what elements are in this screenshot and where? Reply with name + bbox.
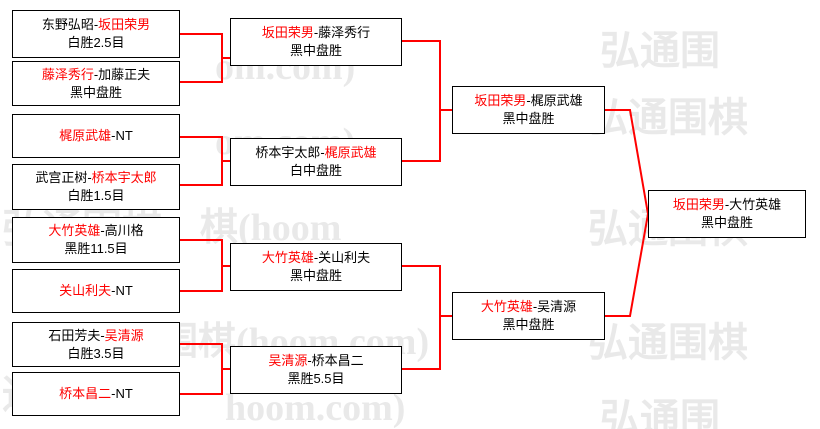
match-result: 黑中盘胜: [502, 317, 555, 332]
match-result: 白胜3.5目: [67, 345, 125, 361]
separator: -: [532, 299, 538, 315]
player-name: 藤泽秀行: [41, 66, 94, 82]
match-players: 桥本昌二-NT: [59, 385, 133, 403]
player-name: 关山利夫: [59, 283, 112, 299]
separator: -: [313, 25, 319, 41]
player-name: 桥本宇太郎: [91, 170, 157, 186]
player-name: 坂田荣男: [261, 25, 314, 41]
player-name: 大竹英雄: [48, 223, 101, 239]
match-box-final[interactable]: 坂田荣男-大竹英雄 黑中盘胜: [648, 190, 806, 238]
player-name: 吴清源: [537, 299, 577, 315]
player-name: NT: [115, 386, 133, 402]
match-box-r1-m8[interactable]: 桥本昌二-NT: [12, 372, 180, 416]
match-players: 大竹英雄-吴清源: [481, 298, 576, 316]
match-box-r1-m1[interactable]: 东野弘昭-坂田荣男 白胜2.5目: [12, 10, 180, 58]
separator: -: [313, 250, 319, 266]
match-players: 坂田荣男-藤泽秀行: [262, 24, 370, 42]
separator: -: [526, 93, 531, 109]
match-players: 吴清源-桥本昌二: [268, 352, 363, 370]
match-players: 石田芳夫-吴清源: [48, 327, 143, 345]
match-box-r1-m4[interactable]: 武宫正树-桥本宇太郎 白胜1.5目: [12, 164, 180, 210]
player-name: 桥本昌二: [59, 386, 112, 402]
player-name: 桥本昌二: [311, 353, 364, 369]
match-result: 黑中盘胜: [69, 84, 122, 100]
player-name: 梶原武雄: [59, 128, 112, 144]
watermark-text: 弘通围棋: [588, 95, 748, 140]
match-result: 黑胜5.5目: [287, 371, 345, 386]
match-box-r2-m4[interactable]: 吴清源-桥本昌二 黑胜5.5目: [230, 346, 402, 394]
match-result: 黑中盘胜: [502, 111, 555, 126]
separator: -: [93, 17, 99, 33]
match-players: 梶原武雄-NT: [59, 127, 133, 145]
separator: -: [111, 283, 116, 299]
separator: -: [111, 128, 116, 144]
player-name: 梶原武雄: [530, 93, 583, 109]
match-players: 坂田荣男-梶原武雄: [474, 92, 582, 110]
separator: -: [320, 145, 325, 161]
player-name: 坂田荣男: [672, 197, 725, 213]
player-name: NT: [115, 128, 133, 144]
match-players: 东野弘昭-坂田荣男: [42, 16, 150, 34]
player-name: 石田芳夫: [48, 327, 101, 343]
separator: -: [100, 327, 105, 343]
match-result: 白胜2.5目: [67, 35, 125, 50]
player-name: 梶原武雄: [324, 145, 377, 161]
match-box-r3-m2[interactable]: 大竹英雄-吴清源 黑中盘胜: [452, 292, 605, 340]
match-result: 黑中盘胜: [289, 268, 342, 283]
player-name: 吴清源: [268, 353, 308, 369]
match-box-r1-m3[interactable]: 梶原武雄-NT: [12, 114, 180, 158]
player-name: 大竹英雄: [729, 197, 782, 213]
match-box-r2-m1[interactable]: 坂田荣男-藤泽秀行 黑中盘胜: [230, 18, 402, 66]
watermark-text: 弘通围: [600, 396, 720, 429]
match-result: 黑中盘胜: [700, 215, 753, 230]
player-name: 藤泽秀行: [318, 25, 371, 41]
player-name: 东野弘昭: [41, 17, 94, 33]
match-result: 白胜1.5目: [67, 188, 125, 203]
separator: -: [100, 223, 105, 239]
match-box-r3-m1[interactable]: 坂田荣男-梶原武雄 黑中盘胜: [452, 86, 605, 134]
player-name: 关山利夫: [318, 250, 371, 266]
match-box-r1-m7[interactable]: 石田芳夫-吴清源 白胜3.5目: [12, 322, 180, 367]
match-players: 大竹英雄-高川格: [48, 222, 143, 240]
match-box-r1-m6[interactable]: 关山利夫-NT: [12, 269, 180, 313]
watermark-text: 弘通围棋: [588, 320, 748, 365]
match-players: 藤泽秀行-加藤正夫: [42, 66, 150, 84]
match-players: 大竹英雄-关山利夫: [262, 249, 370, 267]
match-box-r1-m5[interactable]: 大竹英雄-高川格 黑胜11.5目: [12, 217, 180, 263]
match-players: 武宫正树-桥本宇太郎: [35, 169, 156, 187]
player-name: 武宫正树: [35, 170, 88, 186]
player-name: 大竹英雄: [261, 250, 314, 266]
watermark-text: 弘通围: [600, 28, 720, 73]
match-players: 关山利夫-NT: [59, 282, 133, 300]
match-result: 黑胜11.5目: [64, 241, 128, 256]
match-result: 白中盘胜: [289, 163, 342, 178]
match-result: 黑中盘胜: [289, 43, 342, 58]
match-box-r2-m3[interactable]: 大竹英雄-关山利夫 黑中盘胜: [230, 243, 402, 291]
match-players: 坂田荣男-大竹英雄: [673, 196, 781, 214]
player-name: 高川格: [104, 223, 144, 239]
player-name: 加藤正夫: [98, 66, 151, 82]
player-name: 桥本宇太郎: [255, 145, 321, 161]
player-name: 大竹英雄: [480, 299, 533, 315]
match-players: 桥本宇太郎-梶原武雄: [255, 144, 376, 162]
player-name: 吴清源: [104, 327, 144, 343]
player-name: 坂田荣男: [98, 17, 151, 33]
separator: -: [93, 66, 99, 82]
match-box-r2-m2[interactable]: 桥本宇太郎-梶原武雄 白中盘胜: [230, 138, 402, 186]
player-name: 坂田荣男: [474, 93, 527, 109]
separator: -: [111, 386, 116, 402]
match-box-r1-m2[interactable]: 藤泽秀行-加藤正夫 黑中盘胜: [12, 61, 180, 106]
player-name: NT: [115, 283, 133, 299]
separator: -: [87, 170, 92, 186]
separator: -: [724, 197, 730, 213]
separator: -: [307, 353, 312, 369]
